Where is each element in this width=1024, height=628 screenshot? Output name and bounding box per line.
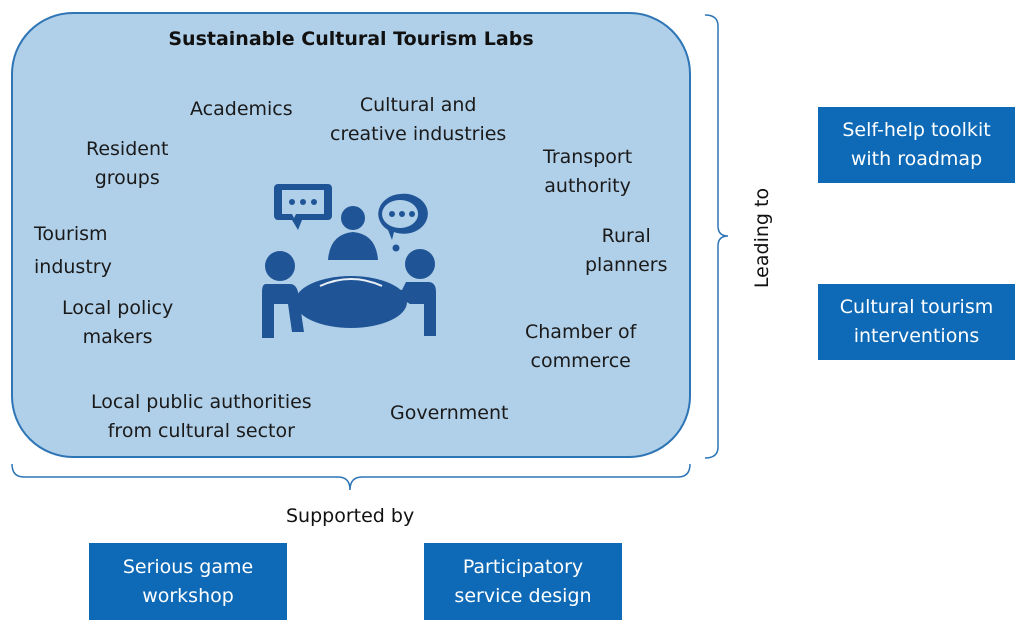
outcome-cultural-tourism-interventions: Cultural tourism interventions — [818, 284, 1015, 360]
support-participatory-line1: Participatory — [462, 555, 584, 578]
stakeholder-cultural-creative-line2: creative industries — [330, 123, 507, 145]
outcome-interventions-line1: Cultural tourism — [839, 296, 994, 318]
support-participatory-service-design: Participatory service design — [424, 543, 622, 620]
stakeholder-cultural-creative-industries: Cultural and creative industries — [330, 91, 506, 149]
outcome-self-help-line2: with roadmap — [850, 148, 983, 170]
stakeholder-public-auth-line1: Local public authorities — [91, 391, 312, 413]
stakeholder-resident-groups: Resident groups — [86, 135, 168, 193]
stakeholder-transport-line2: authority — [544, 175, 631, 197]
meeting-table-icon — [262, 184, 436, 338]
outcome-interventions-line2: interventions — [853, 325, 980, 347]
support-serious-game-line2: workshop — [142, 584, 234, 607]
stakeholder-local-policy-makers: Local policy makers — [62, 294, 173, 352]
stakeholder-chamber-line2: commerce — [530, 350, 631, 372]
stakeholder-government: Government — [390, 399, 509, 428]
stakeholder-local-public-authorities: Local public authorities from cultural s… — [91, 388, 312, 446]
lab-title: Sustainable Cultural Tourism Labs — [168, 28, 534, 50]
stakeholder-government-label: Government — [390, 402, 509, 424]
outcome-self-help-toolkit: Self-help toolkit with roadmap — [818, 107, 1015, 183]
stakeholder-transport-line1: Transport — [543, 146, 633, 168]
stakeholder-rural-line2: planners — [585, 254, 668, 276]
support-serious-game-line1: Serious game — [122, 555, 254, 578]
stakeholder-resident-line2: groups — [94, 167, 160, 189]
stakeholder-academics: Academics — [190, 95, 293, 124]
stakeholder-cultural-creative-line1: Cultural and — [359, 94, 477, 116]
outcome-self-help-line1: Self-help toolkit — [842, 119, 991, 141]
stakeholder-rural-planners: Rural planners — [585, 222, 667, 280]
stakeholder-policy-line2: makers — [82, 326, 153, 348]
stakeholder-tourism-industry: Tourism industry — [34, 218, 112, 284]
stakeholder-chamber-line1: Chamber of — [525, 321, 637, 343]
support-serious-game-workshop: Serious game workshop — [89, 543, 287, 620]
stakeholder-tourism-line1: Tourism — [34, 223, 108, 245]
supported-by-label: Supported by — [286, 505, 415, 527]
stakeholder-tourism-line2: industry — [34, 256, 112, 278]
stakeholder-chamber-of-commerce: Chamber of commerce — [525, 318, 636, 376]
stakeholder-transport-authority: Transport authority — [543, 143, 632, 201]
stakeholder-rural-line1: Rural — [601, 225, 651, 247]
stakeholder-public-auth-line2: from cultural sector — [107, 420, 295, 442]
support-participatory-line2: service design — [454, 584, 592, 607]
stakeholder-policy-line1: Local policy — [62, 297, 174, 319]
stakeholder-academics-label: Academics — [190, 98, 293, 120]
stakeholder-resident-line1: Resident — [86, 138, 169, 160]
